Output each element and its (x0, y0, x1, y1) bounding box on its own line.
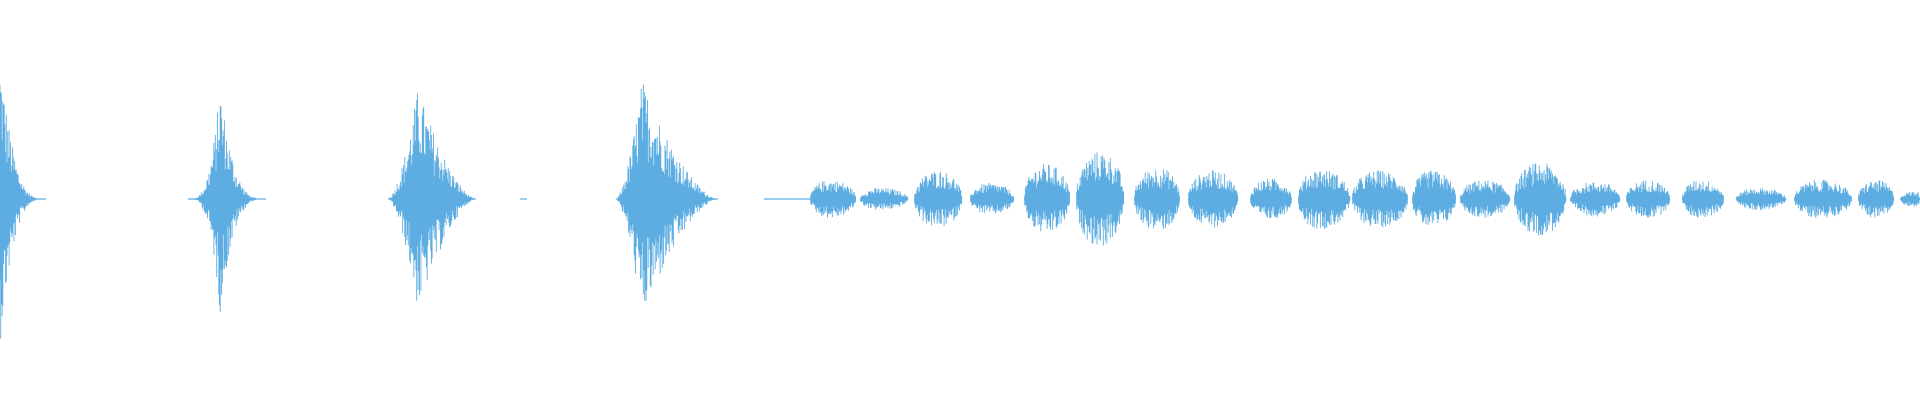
waveform-mark (0, 84, 43, 339)
waveform-segment-chirp-17 (1682, 181, 1724, 218)
waveform-segment-burst-4 (616, 84, 718, 301)
waveform-mark (1736, 188, 1787, 211)
waveform-segment-chirp-12 (1412, 170, 1456, 225)
waveform-mark (1076, 152, 1125, 246)
waveform-mark (1570, 182, 1621, 217)
waveform-segment-burst-2 (188, 106, 266, 312)
waveform-mark (1188, 170, 1239, 228)
waveform-segment-chirp-13 (1460, 180, 1511, 218)
waveform-segment-chirp-2 (860, 188, 909, 210)
waveform-mark (970, 183, 1014, 214)
waveform-mark (1514, 163, 1567, 236)
waveform-segment-chirp-5 (1024, 164, 1070, 232)
waveform-segment-chirp-3 (914, 172, 963, 226)
waveform-segment-chirp-1 (810, 181, 856, 218)
waveform-segment-chirp-21 (1900, 192, 1920, 207)
waveform-segment-chirp-6 (1076, 152, 1125, 246)
waveform-mark (1858, 180, 1895, 218)
waveform-segment-chirp-4 (970, 183, 1014, 214)
waveform-mark (1460, 180, 1511, 218)
waveform-segment-chirp-16 (1626, 180, 1670, 218)
waveform-mark (1250, 178, 1292, 219)
waveform-segment-chirp-8 (1188, 170, 1239, 228)
waveform-mark (1298, 171, 1351, 229)
waveform-segment-chirp-9 (1250, 178, 1292, 219)
waveform-mark (1134, 169, 1180, 229)
waveform-segment-chirp-18 (1736, 188, 1787, 211)
waveform-mark (1900, 192, 1920, 207)
waveform-segment-chirp-14 (1514, 163, 1567, 236)
waveform-mark (1682, 181, 1724, 218)
waveform-segment-chirp-7 (1134, 169, 1180, 229)
waveform-segment-chirp-15 (1570, 182, 1621, 217)
waveform-segment-chirp-10 (1298, 171, 1351, 229)
waveform-mark (191, 106, 262, 312)
waveform-mark (1412, 170, 1456, 225)
waveform-segment-chirp-11 (1352, 170, 1408, 228)
waveform-mark (914, 172, 963, 226)
waveform-mark (1352, 170, 1408, 228)
waveform-segment-burst-3 (388, 93, 476, 301)
waveform-mark (810, 181, 856, 218)
waveform-mark (860, 188, 909, 210)
waveform-segment-burst-1 (0, 84, 46, 339)
waveform-mark (1626, 180, 1670, 218)
waveform-mark (1024, 164, 1070, 232)
waveform-mark (616, 84, 718, 301)
waveform-mark (388, 93, 476, 301)
waveform-segment-chirp-19 (1794, 180, 1852, 218)
waveform-mark (1794, 180, 1852, 218)
waveform-segment-chirp-20 (1858, 180, 1895, 218)
